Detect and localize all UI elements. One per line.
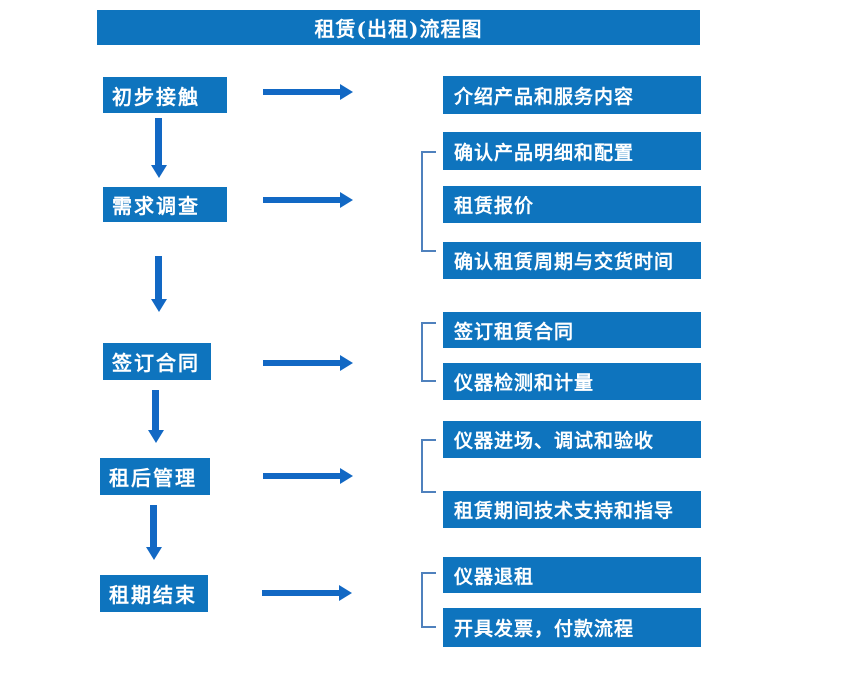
arrow-right-icon (263, 360, 340, 366)
detail-box-confirm-product-details: 确认产品明细和配置 (443, 132, 701, 170)
diagram-title: 租赁(出租)流程图 (97, 10, 700, 45)
arrow-right-icon (263, 473, 340, 479)
detail-box-confirm-rental-period: 确认租赁周期与交货时间 (443, 242, 701, 279)
group-bracket (421, 151, 436, 252)
group-bracket (421, 322, 436, 382)
detail-box-invoice-payment: 开具发票，付款流程 (443, 608, 701, 647)
detail-box-instrument-setup-acceptance: 仪器进场、调试和验收 (443, 421, 701, 458)
arrow-right-icon (262, 590, 339, 596)
detail-box-instrument-testing: 仪器检测和计量 (443, 363, 701, 400)
arrow-right-icon (263, 197, 340, 203)
detail-box-instrument-return: 仪器退租 (443, 557, 701, 593)
step-box-initial-contact: 初步接触 (103, 77, 227, 113)
step-box-post-rental-management: 租后管理 (100, 458, 210, 495)
arrow-down-icon (152, 390, 159, 430)
step-box-demand-survey: 需求调查 (103, 187, 227, 222)
arrow-down-icon (155, 256, 162, 299)
arrow-right-icon (263, 89, 340, 95)
arrow-down-icon (150, 505, 157, 547)
group-bracket (421, 439, 436, 493)
detail-box-sign-rental-contract: 签订租赁合同 (443, 312, 701, 348)
step-box-sign-contract: 签订合同 (103, 343, 211, 380)
arrow-down-icon (155, 118, 162, 165)
detail-box-introduce-products: 介绍产品和服务内容 (443, 76, 701, 114)
detail-box-tech-support: 租赁期间技术支持和指导 (443, 491, 701, 528)
group-bracket (421, 572, 436, 628)
step-box-rental-end: 租期结束 (100, 575, 208, 612)
detail-box-rental-quote: 租赁报价 (443, 186, 701, 223)
